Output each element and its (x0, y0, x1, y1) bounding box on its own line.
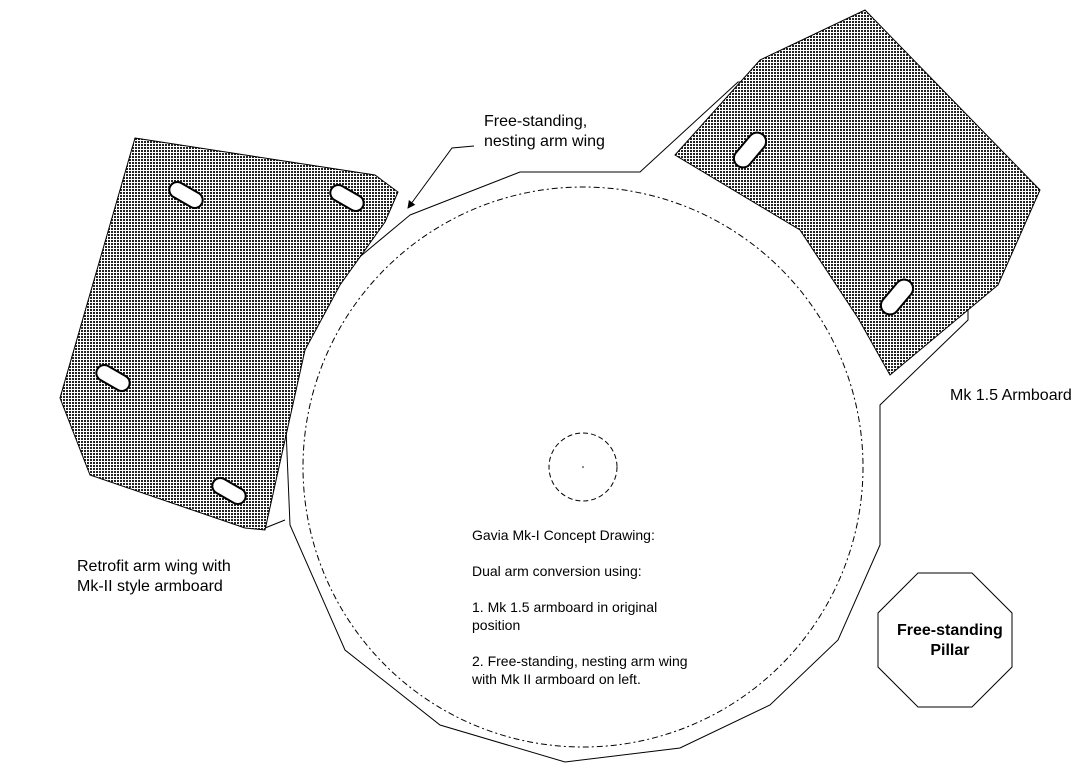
mounting-slot (95, 364, 131, 392)
mounting-slot (879, 278, 915, 316)
notes-item-2-cont: with Mk II armboard on left. (472, 671, 641, 687)
label-line: Free-standing (897, 622, 1003, 639)
platter-dashed-circle (302, 186, 864, 748)
free-standing-pillar (877, 572, 1013, 708)
label-line: Pillar (930, 642, 970, 659)
notes-item-1-cont: position (472, 617, 521, 633)
label-pillar: Free-standing Pillar (897, 621, 1003, 661)
notes-subtitle: Dual arm conversion using: (472, 563, 642, 579)
notes-title: Gavia Mk-I Concept Drawing: (472, 527, 655, 543)
mounting-slot (329, 184, 365, 212)
notes-item-1: 1. Mk 1.5 armboard in original (472, 599, 658, 615)
label-line: Retrofit arm wing with (77, 558, 231, 575)
center-point (582, 466, 584, 468)
base-platform-outline (264, 81, 969, 763)
label-mk15-armboard: Mk 1.5 Armboard (950, 387, 1072, 404)
mounting-slot (732, 131, 768, 169)
label-retrofit-wing: Retrofit arm wing with Mk-II style armbo… (77, 557, 231, 597)
left-armboard (59, 137, 399, 531)
mounting-slot (211, 477, 247, 505)
label-line: nesting arm wing (484, 133, 605, 150)
mounting-slot (168, 181, 204, 209)
leader-line (407, 145, 475, 209)
label-line: Free-standing, (484, 113, 588, 130)
notes-item-2: 2. Free-standing, nesting arm wing (472, 653, 688, 669)
label-line: Mk-II style armboard (77, 578, 223, 595)
right-armboard (674, 9, 1041, 376)
label-free-standing-wing: Free-standing, nesting arm wing (484, 112, 605, 152)
drawing-notes: Gavia Mk-I Concept Drawing: Dual arm con… (472, 526, 688, 688)
spindle-circle (548, 432, 618, 502)
